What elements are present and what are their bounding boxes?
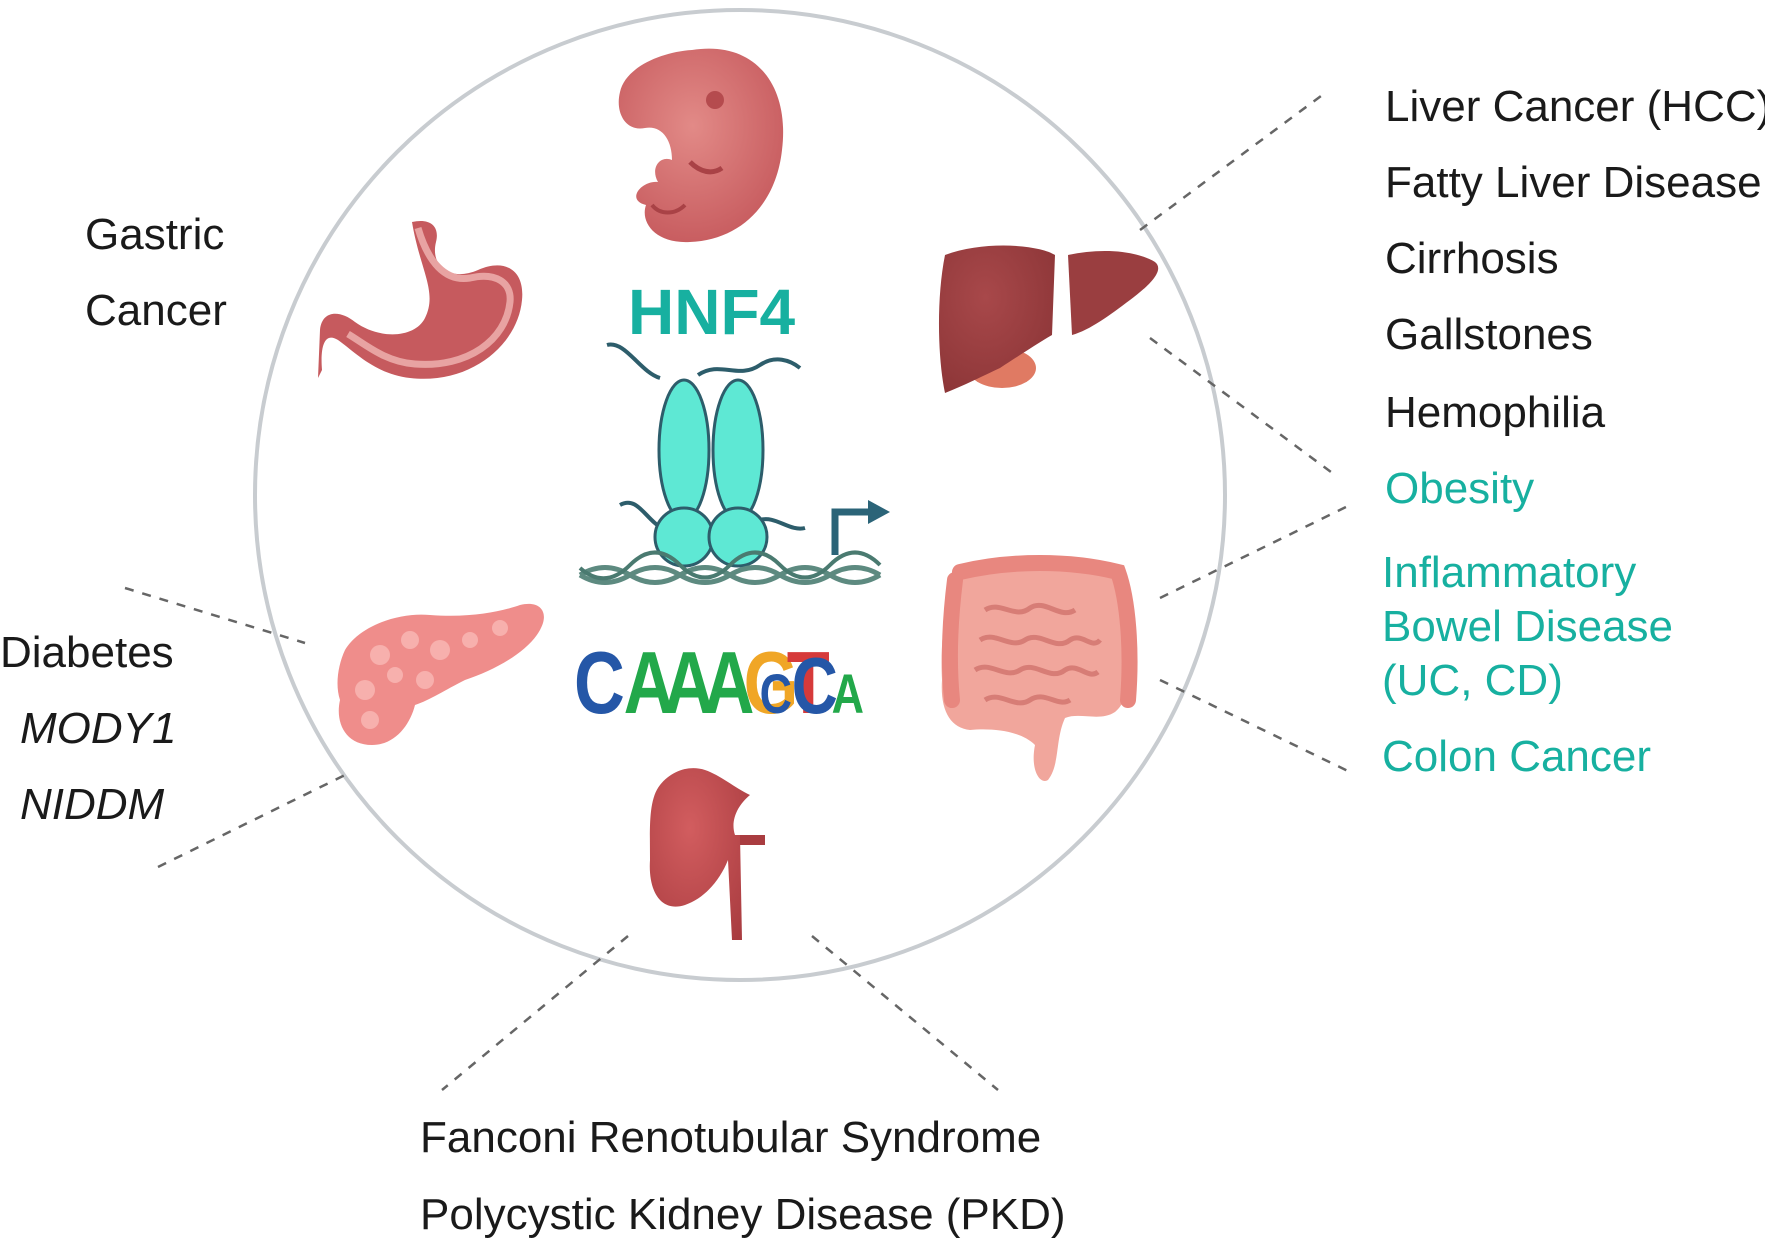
leader-lines	[124, 91, 1351, 1091]
liver-disease-item: Gallstones	[1385, 310, 1593, 359]
kidney-icon	[649, 768, 765, 940]
mody1-label: MODY1	[20, 704, 177, 753]
obesity-label: Obesity	[1385, 464, 1535, 513]
motif-letter: C	[792, 641, 838, 728]
sequence-logo: C A A A G T C C A	[574, 633, 864, 728]
liver-disease-item: Cirrhosis	[1385, 234, 1559, 283]
kidney-disease-item: Polycystic Kidney Disease (PKD)	[420, 1190, 1066, 1239]
niddm-label: NIDDM	[20, 780, 165, 829]
embryo-icon	[618, 48, 784, 243]
intestine-icon	[941, 555, 1138, 781]
stomach-icon	[318, 220, 523, 379]
hnf4-protein-icon	[606, 342, 806, 568]
ibd-label-line1: Inflammatory	[1382, 548, 1637, 597]
transcription-arrow-icon	[831, 508, 870, 555]
motif-letter: A	[624, 633, 675, 728]
gastric-label-line2: Cancer	[85, 286, 227, 335]
diabetes-label: Diabetes	[0, 628, 174, 677]
motif-letter: A	[664, 633, 715, 728]
motif-letter: C	[760, 662, 792, 725]
liver-disease-item: Hemophilia	[1385, 388, 1606, 437]
dna-icon	[578, 550, 882, 585]
liver-icon	[938, 245, 1159, 393]
liver-disease-item: Liver Cancer (HCC)	[1385, 82, 1765, 131]
colon-cancer-label: Colon Cancer	[1382, 732, 1652, 781]
motif-letter: A	[832, 662, 864, 725]
organ-circle	[253, 8, 1227, 982]
ibd-label-line2: Bowel Disease	[1382, 602, 1674, 651]
gastric-label-line1: Gastric	[85, 210, 225, 259]
kidney-disease-item: Fanconi Renotubular Syndrome	[420, 1113, 1042, 1162]
liver-disease-item: Fatty Liver Disease	[1385, 158, 1762, 207]
motif-letter: G	[744, 633, 799, 728]
motif-letter: T	[787, 633, 830, 728]
motif-letter: A	[704, 633, 755, 728]
pancreas-icon	[337, 603, 544, 745]
hnf4-title: HNF4	[628, 276, 796, 348]
ibd-label-line3: (UC, CD)	[1382, 656, 1563, 705]
motif-letter: C	[574, 633, 625, 728]
